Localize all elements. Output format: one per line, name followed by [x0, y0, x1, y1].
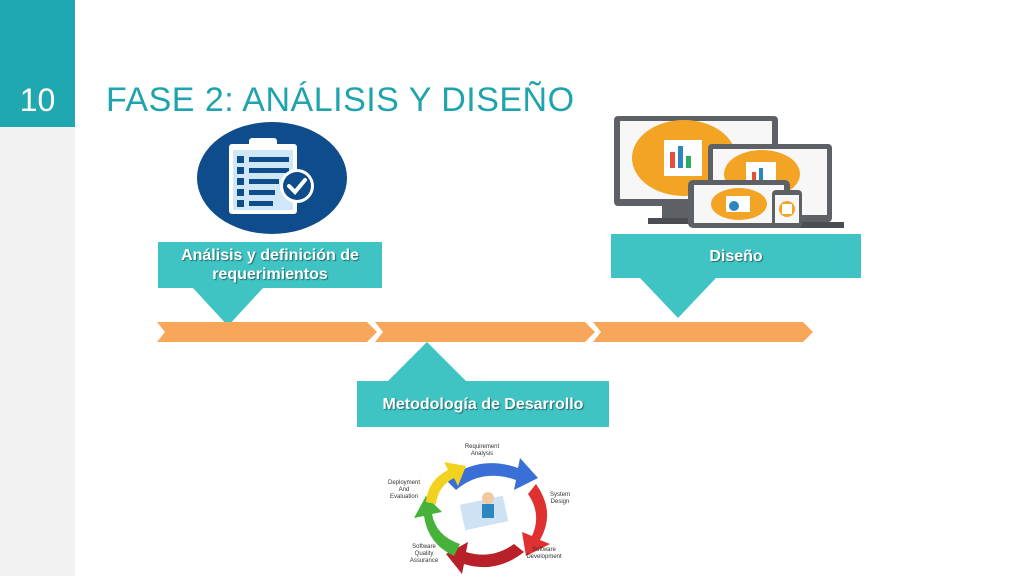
- cycle-label-development-2: Development: [526, 554, 562, 560]
- analysis-pointer: [193, 288, 263, 326]
- cycle-arrow-red: [522, 484, 550, 556]
- checklist-clipboard-icon: [197, 122, 347, 234]
- cycle-label-quality-2: Quality: [415, 551, 434, 557]
- cycle-label-quality-1: Software: [412, 544, 436, 550]
- slide-number: 10: [19, 82, 56, 118]
- design-pointer: [640, 278, 716, 318]
- design-callout: Diseño: [611, 234, 861, 278]
- cycle-label-requirement-2: Analysis: [471, 451, 493, 457]
- timeline-arrows: [157, 322, 813, 342]
- slide-title: FASE 2: ANÁLISIS Y DISEÑO: [106, 81, 575, 119]
- methodology-callout: Metodología de Desarrollo: [357, 381, 609, 427]
- cycle-arrow-blue: [446, 458, 538, 490]
- design-callout-label: Diseño: [709, 247, 763, 265]
- responsive-devices-icon: [614, 116, 844, 228]
- cycle-label-deployment-2: And: [399, 487, 410, 493]
- cycle-label-quality-3: Assurance: [410, 558, 439, 564]
- timeline-arrow-1: [157, 322, 377, 342]
- timeline-arrow-3: [593, 322, 813, 342]
- analysis-callout-line1: Análisis y definición de: [181, 247, 359, 264]
- cycle-label-deployment-1: Deployment: [388, 480, 420, 486]
- cycle-label-development-1: Software: [532, 547, 556, 553]
- methodology-pointer: [387, 342, 467, 382]
- analysis-callout: Análisis y definición de requerimientos: [158, 242, 382, 288]
- cycle-label-system-1: System: [550, 492, 570, 498]
- cycle-arrow-darkred: [446, 542, 524, 574]
- cycle-arrow-yellow: [426, 462, 466, 504]
- slide-number-box: [0, 0, 75, 127]
- timeline-arrow-2: [375, 322, 595, 342]
- cycle-arrow-green: [414, 496, 460, 556]
- analysis-callout-line2: requerimientos: [212, 266, 328, 283]
- cycle-label-system-2: Design: [551, 499, 570, 505]
- cycle-label-deployment-3: Evaluation: [390, 494, 418, 500]
- development-cycle-icon: Requirement Analysis System Design Softw…: [388, 444, 570, 574]
- methodology-callout-label: Metodología de Desarrollo: [382, 395, 584, 413]
- cycle-label-requirement-1: Requirement: [465, 444, 500, 450]
